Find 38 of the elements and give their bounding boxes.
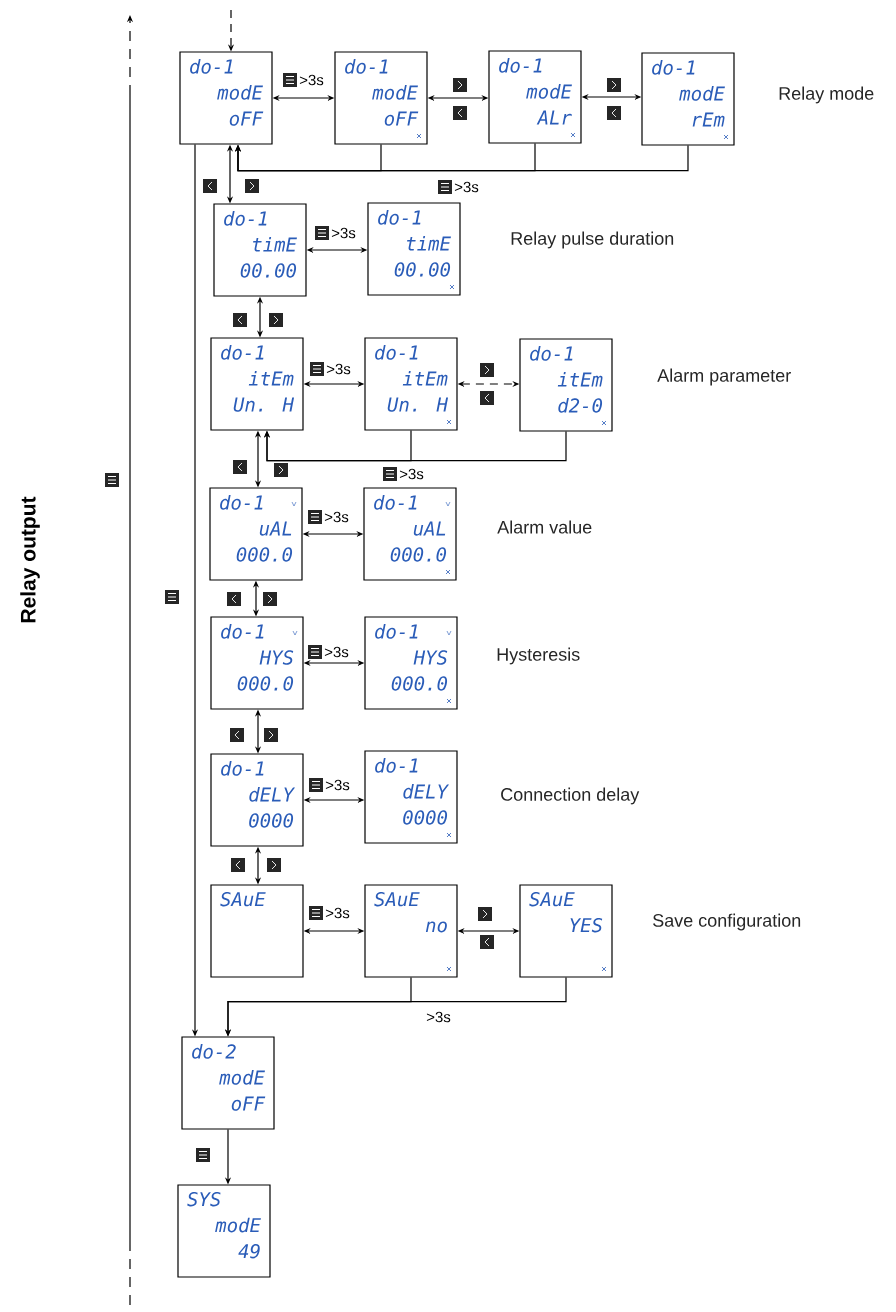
display-screen: do-1 uAL 000.0 — [363, 487, 457, 581]
edge-label: >3s — [323, 645, 350, 659]
edge-label: >3s — [330, 226, 357, 240]
display-screen: do-1 timE 00.00 — [213, 203, 307, 297]
display-screen: SAuE — [210, 884, 304, 978]
display-screen: do-1 dELY 0000 — [210, 753, 304, 847]
display-screen: do-1 modE oFF — [334, 51, 428, 145]
edge-label: >3s — [425, 1010, 452, 1024]
display-screen: SAuE no — [364, 884, 458, 978]
row-caption: Alarm value — [497, 520, 592, 534]
edge-label: >3s — [298, 73, 325, 87]
row-caption: Save configuration — [653, 913, 801, 931]
display-screen: do-1 HYS 000.0 — [210, 616, 304, 710]
axis-title: Relay output — [20, 496, 40, 623]
display-screen: do-1 uAL 000.0 — [209, 487, 303, 581]
display-screen: do-1 dELY 0000 — [364, 750, 458, 844]
display-screen: do-1 modE rEm — [641, 52, 735, 146]
display-screen: do-1 modE oFF — [179, 51, 273, 145]
display-screen: do-2 modE oFF — [181, 1036, 275, 1130]
row-caption: Hysteresis — [497, 647, 580, 665]
display-screen: do-1 HYS 000.0 — [364, 616, 458, 710]
edge-label: >3s — [453, 180, 480, 194]
display-screen: do-1 itEm d2-0 — [519, 338, 613, 432]
edge-label: >3s — [324, 778, 351, 792]
display-screen: SYS modE 49 — [177, 1184, 271, 1278]
display-screen: do-1 modE ALr — [488, 50, 582, 144]
display-screen: do-1 itEm Un. H — [210, 337, 304, 431]
display-screen: SAuE YES — [519, 884, 613, 978]
edge-label: >3s — [324, 906, 351, 920]
display-screen: do-1 timE 00.00 — [367, 202, 461, 296]
row-caption: Alarm parameter — [657, 368, 791, 386]
row-caption: Relay pulse duration — [511, 231, 674, 249]
display-screen: do-1 itEm Un. H — [364, 337, 458, 431]
edge-label: >3s — [398, 467, 425, 481]
edge-label: >3s — [323, 510, 350, 524]
row-caption: Connection delay — [501, 787, 640, 805]
row-caption: Relay mode — [779, 86, 874, 104]
edge-label: >3s — [325, 362, 352, 376]
